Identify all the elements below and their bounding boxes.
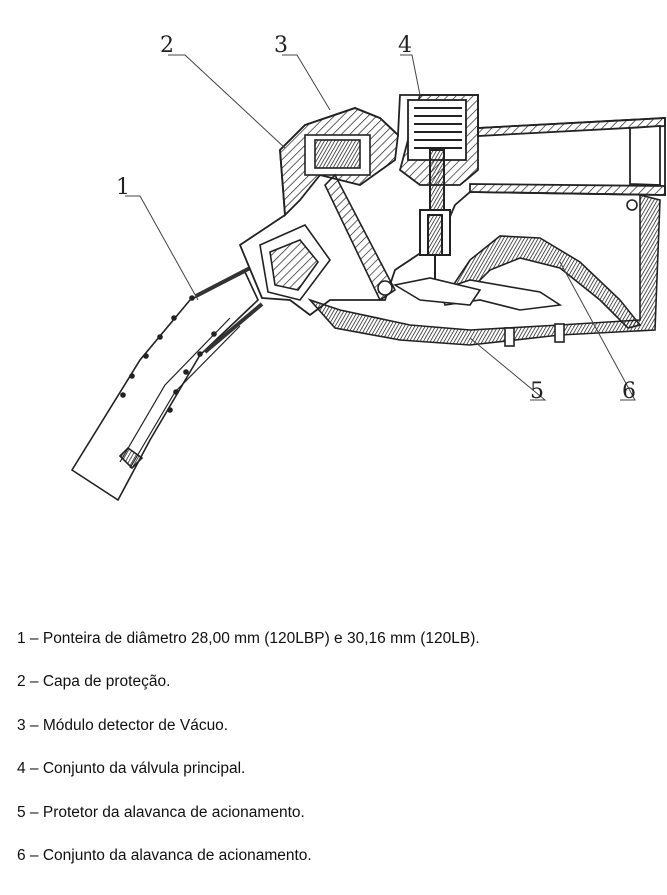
- lever-guard: [307, 193, 661, 347]
- vacuum-detector: [304, 134, 397, 302]
- parts-legend: 1 – Ponteira de diâmetro 28,00 mm (120LB…: [17, 628, 657, 888]
- callout-3: 3: [274, 33, 288, 58]
- fuel-nozzle-diagram: 1 2 3 4 5 6: [70, 33, 666, 502]
- spout: [70, 266, 264, 502]
- spout-swivel: [259, 224, 331, 301]
- legend-item-4: 4 – Conjunto da válvula principal.: [17, 760, 246, 778]
- callout-2: 2: [160, 33, 174, 58]
- callout-6: 6: [622, 379, 636, 404]
- legend-item-6: 6 – Conjunto da alavanca de acionamento.: [17, 846, 312, 864]
- legend-item-3: 3 – Módulo detector de Vácuo.: [17, 716, 229, 734]
- main-valve-spring: [414, 107, 462, 300]
- legend-item-1: 1 – Ponteira de diâmetro 28,00 mm (120LB…: [17, 630, 480, 647]
- spout-dimples: [120, 295, 217, 413]
- callout-5: 5: [530, 379, 544, 404]
- leader-lines: [125, 54, 636, 401]
- callout-4: 4: [398, 33, 412, 58]
- trigger-lever: [392, 199, 642, 329]
- legend-item-2: 2 – Capa de proteção.: [17, 673, 171, 691]
- callout-1: 1: [116, 175, 130, 200]
- legend-item-5: 5 – Protetor da alavanca de acionamento.: [17, 803, 305, 821]
